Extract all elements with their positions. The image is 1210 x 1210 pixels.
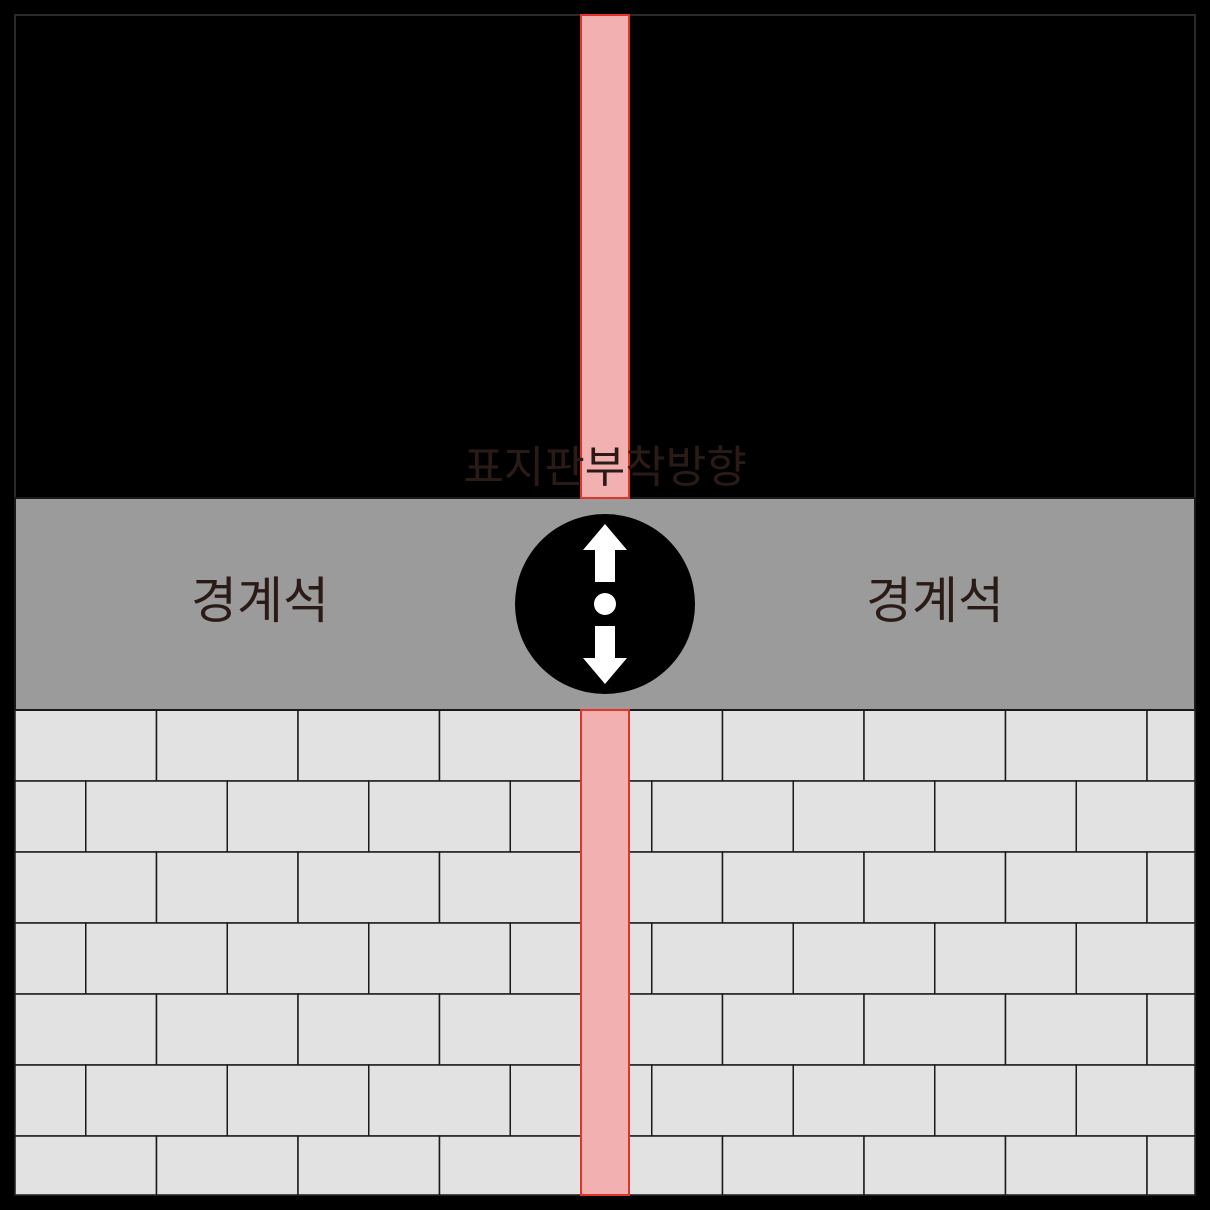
paving-tile xyxy=(226,922,370,995)
paving-tile xyxy=(155,709,299,782)
paving-tile xyxy=(1004,993,1148,1066)
paving-tile xyxy=(297,709,441,782)
paving-tile xyxy=(155,851,299,924)
paving-tile xyxy=(863,1135,1007,1196)
paving-tile xyxy=(1004,709,1148,782)
paving-tile xyxy=(792,780,936,853)
paving-tile xyxy=(721,851,865,924)
paving-tile xyxy=(14,709,158,782)
paving-tile xyxy=(85,780,228,853)
paving-tile xyxy=(438,851,582,924)
curb-label-left: 경계석 xyxy=(191,572,329,630)
paving-tile xyxy=(368,1064,511,1137)
paving-tile xyxy=(438,709,582,782)
paving-tile xyxy=(721,993,865,1066)
paving-tile xyxy=(14,1064,87,1137)
paving-tile xyxy=(14,851,158,924)
paving-tile xyxy=(863,709,1007,782)
paving-tile xyxy=(438,1135,582,1196)
paving-tile xyxy=(721,709,865,782)
paving-tile xyxy=(792,922,936,995)
paving-tile xyxy=(1075,1064,1196,1137)
paving-tile xyxy=(934,780,1077,853)
paving-tile xyxy=(1146,993,1196,1066)
paving-tile xyxy=(1146,709,1196,782)
paving-tile xyxy=(368,922,511,995)
paving-tile xyxy=(297,1135,441,1196)
paving-tile xyxy=(863,993,1007,1066)
paving-tile xyxy=(368,780,511,853)
paving-tile xyxy=(934,1064,1077,1137)
paving-tile xyxy=(651,922,794,995)
paving-tile xyxy=(226,780,370,853)
paving-tile xyxy=(934,922,1077,995)
guide-strip-bottom xyxy=(580,709,630,1196)
paving-tile xyxy=(1004,1135,1148,1196)
paving-tile xyxy=(1146,851,1196,924)
arrow-down-icon xyxy=(583,626,627,684)
paving-tile xyxy=(155,1135,299,1196)
paving-tile xyxy=(85,1064,228,1137)
paving-tile xyxy=(226,1064,370,1137)
paving-tile xyxy=(651,1064,794,1137)
direction-label: 표지판부착방향 xyxy=(463,442,746,493)
paving-tile xyxy=(721,1135,865,1196)
paving-tile xyxy=(297,993,441,1066)
paving-tile xyxy=(1146,1135,1196,1196)
up-down-arrow-with-center-dot-icon xyxy=(515,514,695,694)
paving-tile xyxy=(14,993,158,1066)
paving-tile xyxy=(297,851,441,924)
paving-tile xyxy=(85,922,228,995)
center-dot-icon xyxy=(594,593,616,615)
paving-tile xyxy=(792,1064,936,1137)
paving-tile xyxy=(14,922,87,995)
arrow-up-icon xyxy=(583,524,627,582)
curb-label-right: 경계석 xyxy=(866,572,1004,630)
paving-tile xyxy=(1075,780,1196,853)
paving-tile xyxy=(1004,851,1148,924)
guide-strip-top xyxy=(580,14,630,499)
paving-tile xyxy=(863,851,1007,924)
paving-tile xyxy=(438,993,582,1066)
paving-tile xyxy=(14,1135,158,1196)
paving-tile xyxy=(14,780,87,853)
paving-tile xyxy=(651,780,794,853)
paving-tile xyxy=(155,993,299,1066)
paving-tile xyxy=(1075,922,1196,995)
